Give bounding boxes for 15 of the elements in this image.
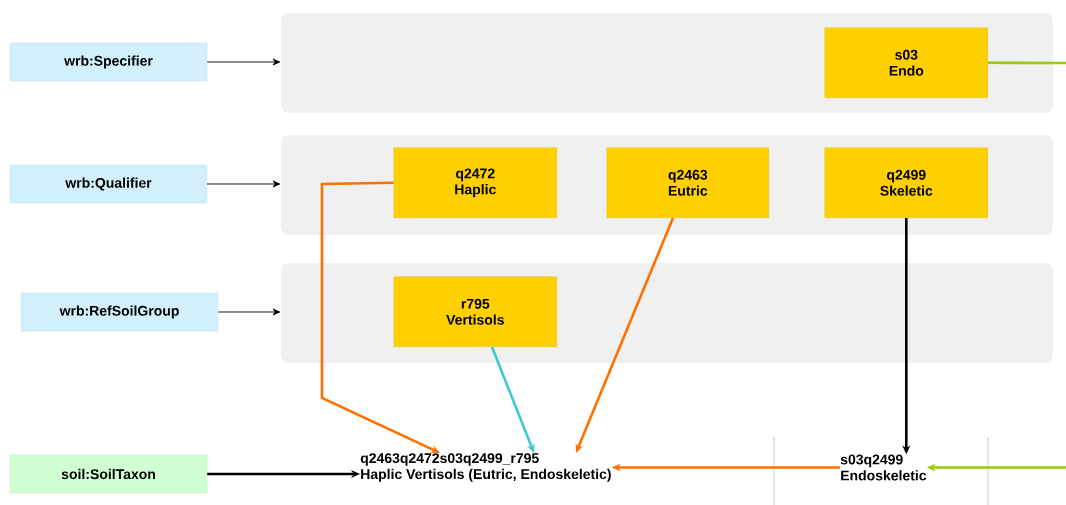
class-label: wrb:RefSoilGroup	[20, 292, 219, 332]
class-label: soil:SoilTaxon	[9, 454, 208, 494]
arrow	[206, 58, 281, 66]
class-label: wrb:Qualifier	[9, 164, 208, 204]
term-box: r795 Vertisols	[393, 276, 557, 347]
term-box: s03 Endo	[824, 27, 988, 98]
result-text: s03q2499 Endoskeletic	[840, 454, 927, 481]
arrow	[320, 181, 440, 453]
term-box: q2472 Haplic	[393, 147, 557, 218]
arrow	[217, 308, 281, 316]
term-box: q2463 Eutric	[606, 147, 769, 218]
class-label: wrb:Specifier	[9, 42, 208, 82]
result-text: q2463q2472s03q2499_r795 Haplic Vertisols (Eutric, Endoskeletic)	[360, 453, 611, 482]
term-box: q2499 Skeletic	[824, 147, 988, 218]
arrow	[206, 180, 281, 188]
